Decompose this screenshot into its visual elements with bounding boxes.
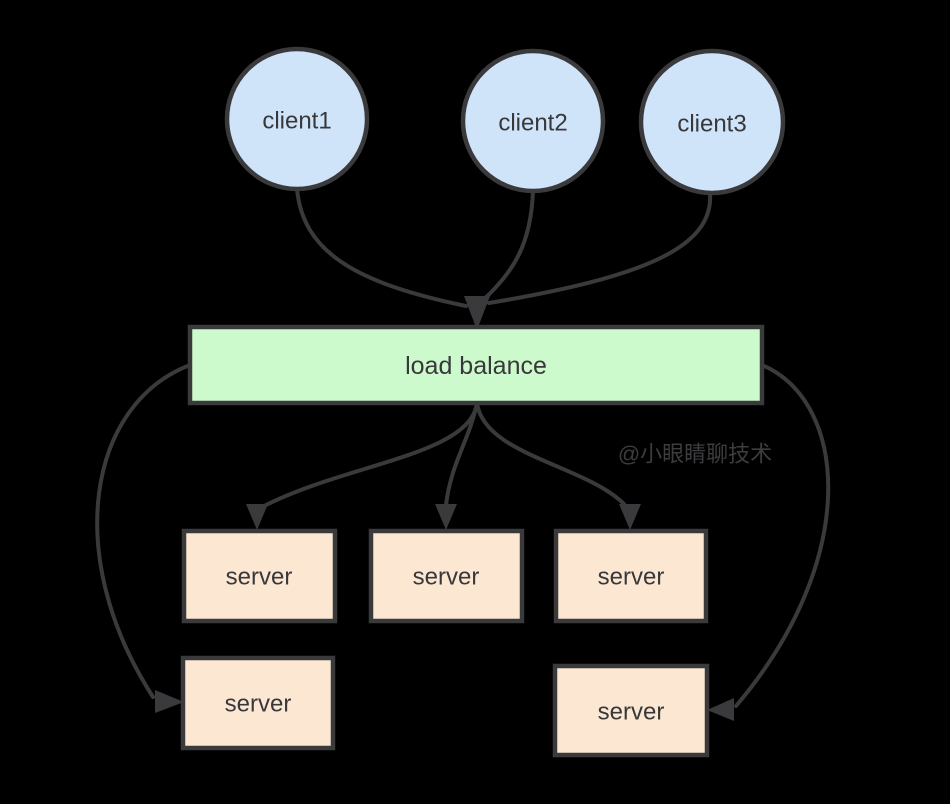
client1-label: client1: [262, 108, 331, 135]
edge-loadbalancer-to-server5: [734, 363, 831, 708]
client2-node: client2: [460, 48, 606, 194]
client2-circle: [460, 48, 606, 194]
server3-label: server: [598, 564, 665, 591]
edge-client1-to-loadbalancer: [295, 187, 468, 308]
server4-label: server: [225, 691, 292, 718]
server-node-2: server: [368, 528, 525, 624]
edge-client3-to-loadbalancer: [487, 191, 713, 305]
client3-label: client3: [677, 111, 746, 138]
server2-label: server: [413, 564, 480, 591]
server-node-4: server: [180, 655, 336, 751]
arrowhead-server5: [707, 698, 734, 721]
arrowhead-server2: [435, 504, 457, 530]
watermark: @小眼睛聊技术: [618, 442, 772, 467]
server1-label: server: [226, 564, 293, 591]
load-balancer-node: load balance: [187, 324, 765, 406]
edge-loadbalancer-to-server3: [475, 401, 626, 506]
edge-client2-to-loadbalancer: [479, 189, 535, 304]
server2-box: [368, 528, 525, 624]
server-node-3: server: [553, 528, 709, 624]
client2-label: client2: [498, 110, 567, 137]
client3-node: client3: [638, 48, 786, 196]
load-balancer-box: [187, 324, 765, 406]
server4-box: [180, 655, 336, 751]
client3-circle: [638, 48, 786, 196]
server5-label: server: [598, 699, 665, 726]
server1-box: [181, 528, 338, 624]
load-balancer-label: load balance: [405, 352, 547, 380]
server3-box: [553, 528, 709, 624]
client1-circle: [224, 46, 370, 192]
arrowhead-server3: [619, 504, 641, 530]
server-node-5: server: [552, 663, 710, 758]
edge-loadbalancer-to-server2: [444, 401, 479, 507]
server5-box: [552, 663, 710, 758]
arrowhead-server4: [155, 690, 184, 713]
arrowhead-server1: [246, 504, 268, 530]
arrowhead-into-loadbalancer: [464, 296, 490, 330]
server-node-1: server: [181, 528, 338, 624]
edge-loadbalancer-to-server4: [95, 363, 192, 699]
client1-node: client1: [224, 46, 370, 192]
edge-loadbalancer-to-server1: [264, 401, 479, 507]
